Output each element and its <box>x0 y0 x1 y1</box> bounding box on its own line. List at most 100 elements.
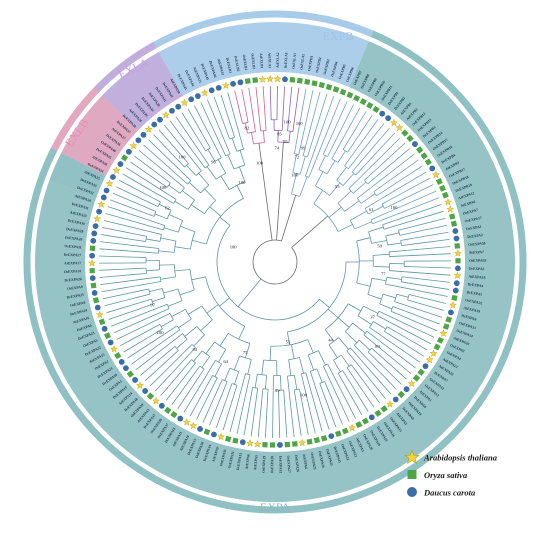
branch <box>193 334 205 347</box>
branch <box>266 389 269 403</box>
leaf-label: OsEXPA32 <box>465 298 483 305</box>
branch <box>385 232 400 237</box>
branch <box>253 121 256 132</box>
branch <box>223 139 231 155</box>
star-icon <box>253 440 262 448</box>
star-icon <box>161 110 170 119</box>
branch <box>350 347 362 361</box>
branch <box>234 371 240 385</box>
bootstrap-value: 44 <box>328 337 333 342</box>
branch <box>123 334 153 353</box>
branch <box>386 276 402 280</box>
branch <box>179 289 195 296</box>
branch <box>173 178 185 189</box>
branch <box>318 155 326 170</box>
square-icon <box>433 343 441 351</box>
square-icon <box>451 294 458 301</box>
branch <box>239 166 246 183</box>
branch <box>364 199 380 209</box>
branch <box>142 251 159 254</box>
leaf-label: DcEXPA30 <box>67 219 85 226</box>
legend-item-arabidopsis: Arabidopsis thaliana <box>404 449 498 464</box>
square-icon <box>374 409 382 417</box>
square-icon <box>355 421 363 429</box>
leaf-label: OsEXPB6 <box>345 67 355 83</box>
bootstrap-value: 100 <box>157 330 165 335</box>
branch <box>297 88 307 137</box>
branch <box>356 237 371 242</box>
branch <box>407 299 418 304</box>
bootstrap-value: 100 <box>296 121 304 126</box>
circle-icon <box>107 339 114 346</box>
branch <box>384 201 398 209</box>
branch <box>99 255 134 258</box>
leaf-label: OsEXPA26 <box>294 455 300 473</box>
leaf-label: OsEXPB17 <box>448 167 466 178</box>
leaf-label: OsEXPA22 <box>340 443 350 461</box>
leaf-label: OsEXLA1 <box>291 53 297 69</box>
branch <box>387 242 402 246</box>
square-icon <box>450 220 458 227</box>
leaf-label: AtEXPA32 <box>216 58 224 76</box>
leaf-label: DcEXPA15 <box>187 438 198 456</box>
branch <box>286 331 291 346</box>
branch <box>216 225 320 321</box>
branch <box>115 186 148 202</box>
legend-label: Daucus carota <box>423 488 476 498</box>
bootstrap-value: 100 <box>179 155 187 160</box>
branch <box>139 298 152 304</box>
square-icon <box>424 158 432 166</box>
branch <box>259 119 262 132</box>
bootstrap-values: 1007295855561507737445575649310097100621… <box>150 119 398 397</box>
star-icon <box>448 301 457 309</box>
star-icon <box>95 310 104 319</box>
leaf-label: DcEXPA32 <box>77 186 95 196</box>
branch <box>269 86 272 111</box>
branch <box>181 112 200 141</box>
branch <box>264 401 268 438</box>
branch <box>146 269 160 272</box>
branch <box>312 93 328 141</box>
branch <box>99 248 143 253</box>
branch <box>318 350 326 366</box>
star-icon <box>298 438 307 447</box>
square-icon <box>435 178 443 185</box>
branch <box>319 298 330 308</box>
star-icon <box>439 329 448 337</box>
branch <box>308 156 318 178</box>
branch <box>149 195 161 203</box>
bootstrap-value: 50 <box>377 243 382 248</box>
branch <box>374 142 406 171</box>
bootstrap-value: 99 <box>301 145 306 150</box>
branch <box>157 180 168 188</box>
star-icon <box>200 88 209 97</box>
branch <box>100 241 144 248</box>
leaf-label: DcEXPA28 <box>65 236 83 242</box>
star-icon <box>217 432 225 441</box>
branch <box>356 363 386 400</box>
branch <box>385 159 419 184</box>
branch <box>405 246 451 251</box>
star-icon <box>258 75 267 83</box>
branch <box>410 217 446 228</box>
circle-icon <box>132 377 138 383</box>
branch <box>144 358 170 382</box>
branch <box>166 329 181 340</box>
branch <box>282 86 286 120</box>
branch <box>334 104 354 144</box>
star-icon <box>112 166 121 174</box>
star-icon <box>273 74 282 83</box>
branch <box>252 239 298 285</box>
square-icon <box>225 435 232 443</box>
leaf-label: DcEXPA23 <box>78 331 96 341</box>
branch <box>276 142 284 241</box>
branch <box>378 148 410 175</box>
branch <box>154 358 186 392</box>
bootstrap-value: 55 <box>335 184 340 189</box>
bootstrap-value: 100 <box>391 205 399 210</box>
branch <box>388 190 437 213</box>
star-icon <box>136 381 144 389</box>
branch <box>192 365 201 377</box>
branch <box>388 165 423 189</box>
leaf-label: OsEXPA10 <box>64 269 82 274</box>
